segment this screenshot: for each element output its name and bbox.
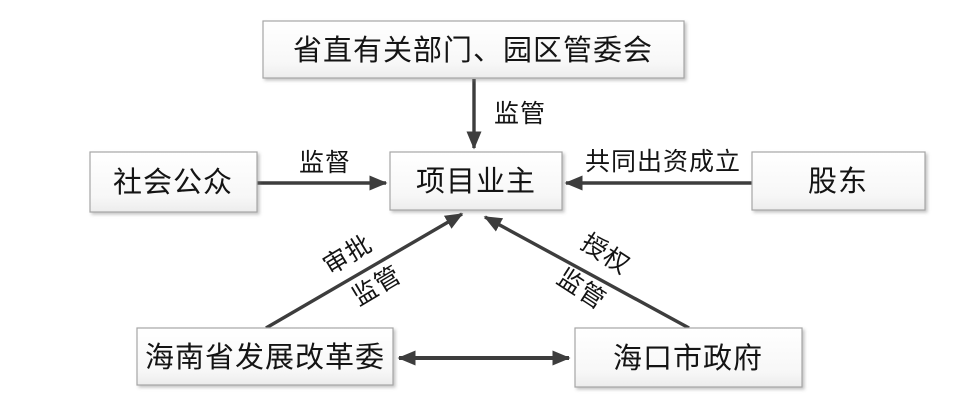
node-shareholders-label: 股东 [808, 165, 868, 198]
edge-top-to-owner-label: 监管 [494, 100, 546, 128]
node-hainan-drc-label: 海南省发展改革委 [145, 341, 385, 374]
node-public-label: 社会公众 [113, 166, 233, 199]
node-haikou-gov-label: 海口市政府 [613, 342, 763, 375]
edge-drc-to-owner-label-supervision: 监管 [347, 261, 406, 312]
edge-public-to-owner: 监督 [256, 149, 388, 191]
node-haikou-gov: 海口市政府 [574, 327, 803, 388]
edge-shareholders-to-owner: 共同出资成立 [564, 148, 753, 191]
node-shareholders-box [751, 151, 926, 211]
node-hainan-drc: 海南省发展改革委 [136, 327, 394, 386]
edge-drc-to-owner: 审批 监管 [265, 212, 464, 330]
node-provincial-depts-label: 省直有关部门、园区管委会 [293, 34, 653, 67]
node-project-owner: 项目业主 [389, 151, 563, 211]
edge-drc-to-owner-line [265, 212, 464, 330]
edge-shareholders-to-owner-label: 共同出资成立 [585, 148, 741, 176]
node-provincial-depts-box [262, 20, 685, 79]
edge-drc-to-owner-label-approval: 审批 [318, 230, 377, 281]
edge-top-to-owner: 监管 [466, 79, 546, 150]
edge-public-to-owner-label: 监督 [299, 149, 351, 177]
node-provincial-depts: 省直有关部门、园区管委会 [262, 20, 685, 79]
node-hainan-drc-box [136, 327, 394, 386]
edge-gov-to-owner: 授权 监管 [483, 215, 690, 330]
node-haikou-gov-box [574, 327, 803, 388]
node-public-box [89, 151, 258, 213]
node-public: 社会公众 [89, 151, 258, 213]
edge-gov-to-owner-line [483, 215, 690, 330]
node-project-owner-box [389, 151, 563, 211]
node-shareholders: 股东 [751, 151, 926, 211]
node-project-owner-label: 项目业主 [416, 165, 536, 198]
